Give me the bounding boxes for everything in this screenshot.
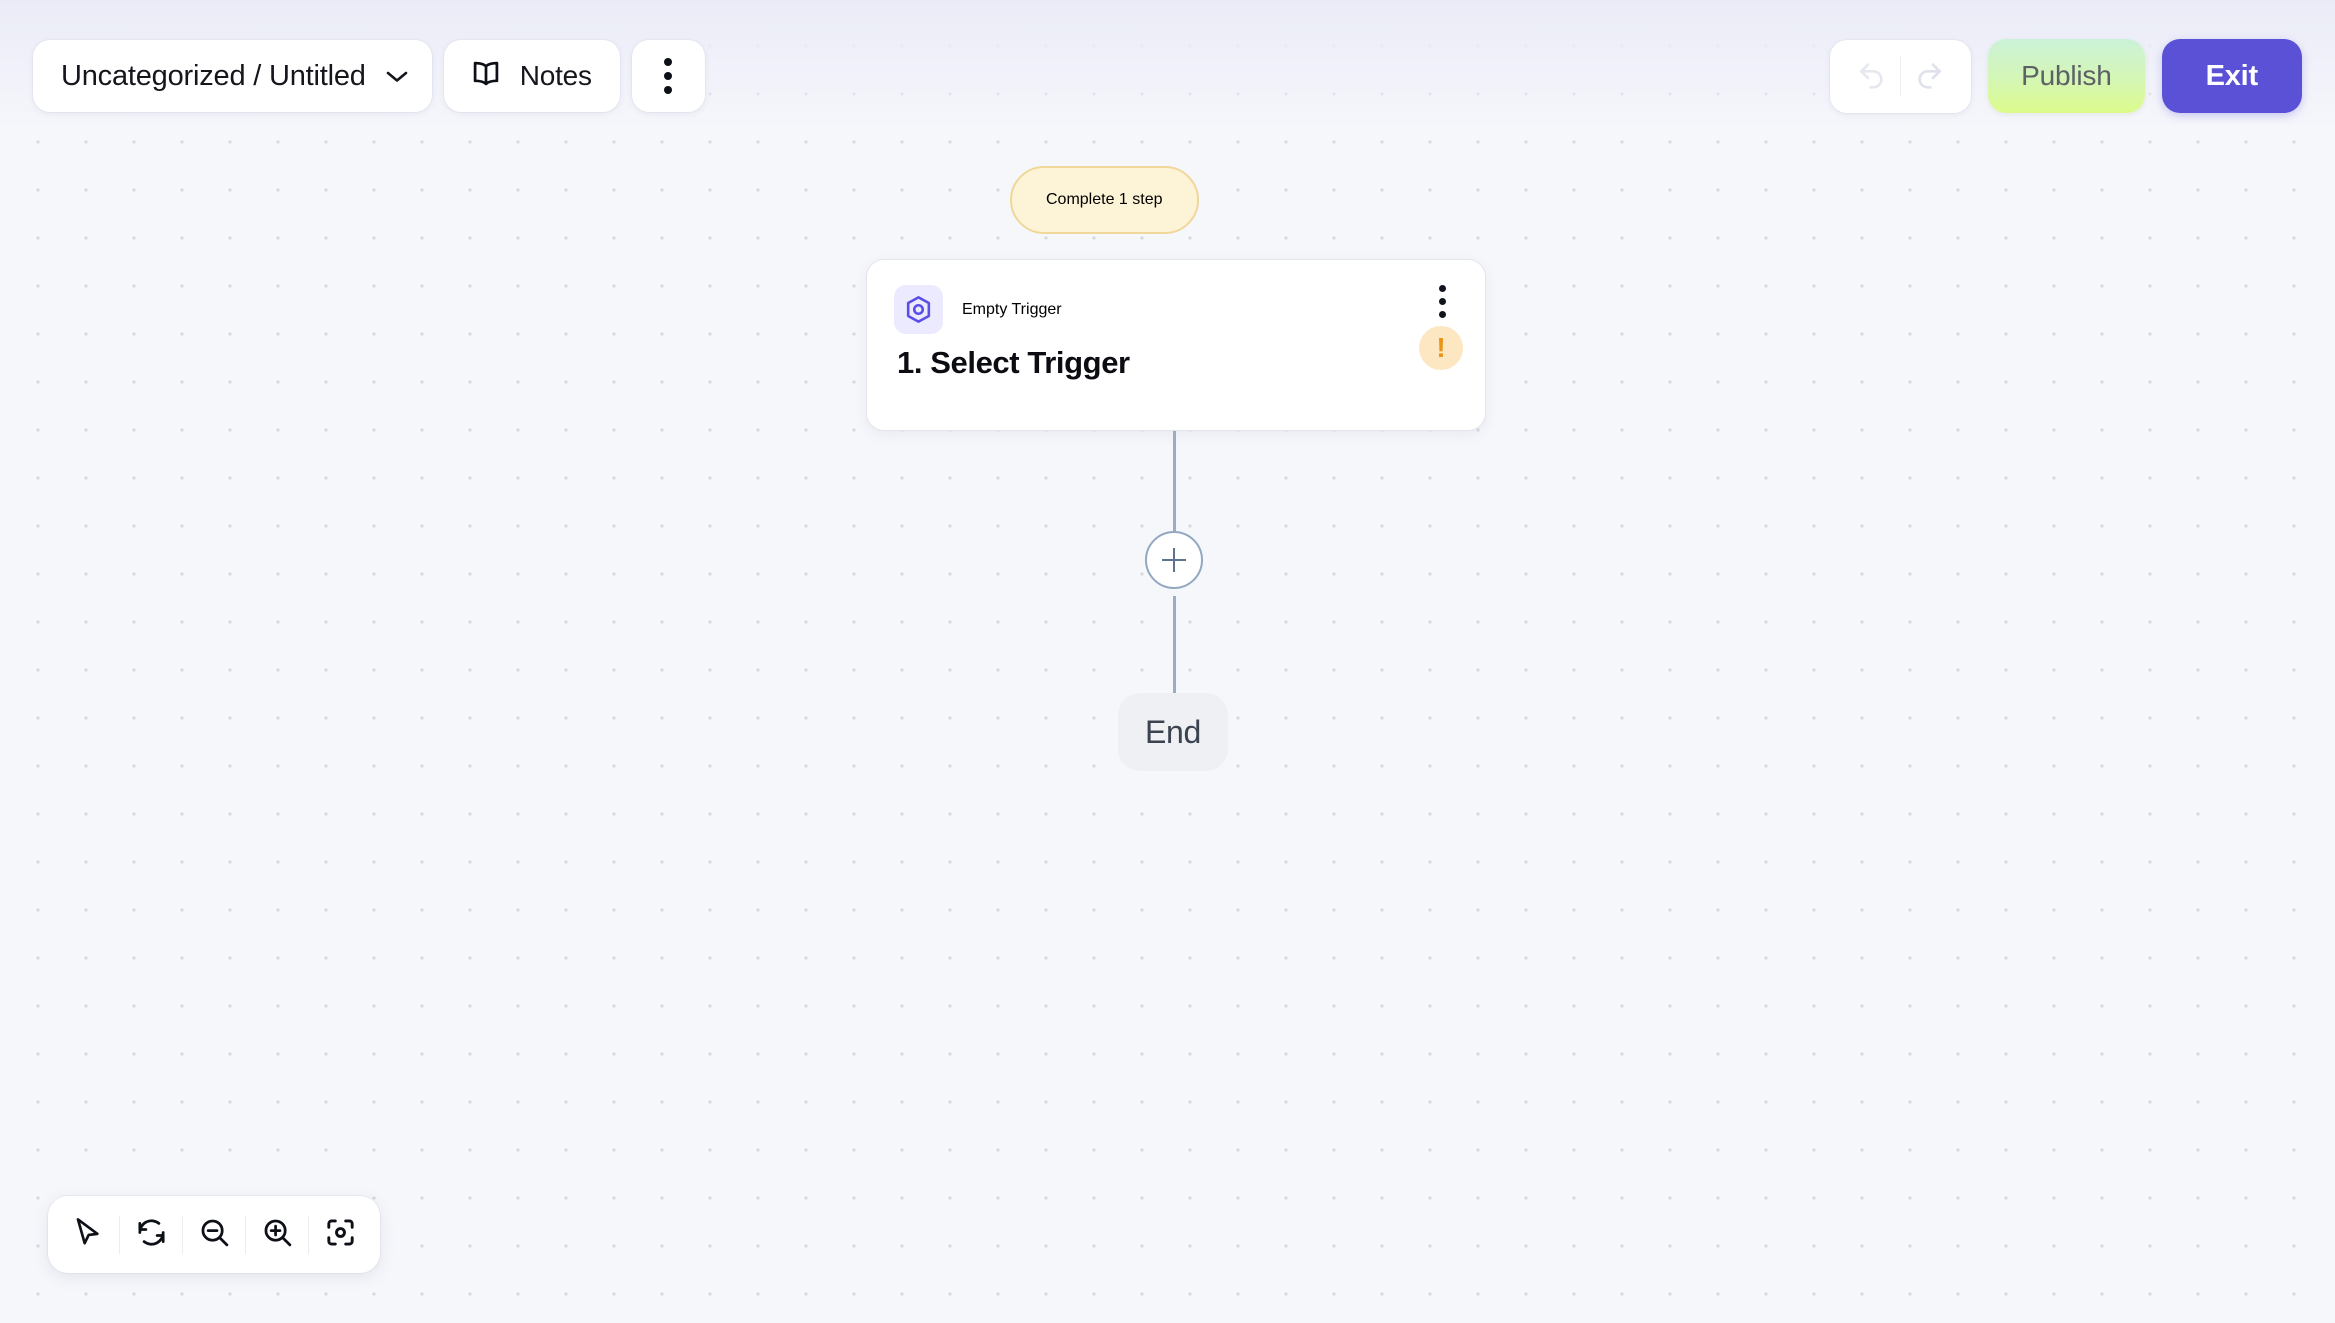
undo-button[interactable] xyxy=(1844,40,1900,113)
select-tool-button[interactable] xyxy=(57,1196,119,1273)
redo-button[interactable] xyxy=(1901,40,1957,113)
status-badge[interactable]: Complete 1 step xyxy=(1010,166,1199,234)
three-dots-vertical-icon xyxy=(1438,284,1446,318)
toolbar-divider xyxy=(119,1215,120,1254)
refresh-icon xyxy=(135,1216,168,1254)
scan-focus-icon xyxy=(324,1216,357,1254)
three-dots-vertical-icon xyxy=(664,58,673,94)
undo-redo-group xyxy=(1830,39,1972,113)
trigger-menu-button[interactable] xyxy=(1421,279,1463,323)
hexagon-target-icon xyxy=(894,285,943,334)
end-node-label: End xyxy=(1144,713,1202,750)
status-badge-label: Complete 1 step xyxy=(1046,191,1163,208)
toolbar-divider xyxy=(182,1215,183,1254)
workflow-title-dropdown[interactable]: Uncategorized / Untitled xyxy=(33,40,432,112)
fit-view-tool-button[interactable] xyxy=(309,1196,371,1273)
cursor-arrow-icon xyxy=(72,1216,104,1253)
reset-view-tool-button[interactable] xyxy=(120,1196,182,1273)
notes-label: Notes xyxy=(519,60,592,91)
exit-button[interactable]: Exit xyxy=(2161,39,2302,113)
toolbar-divider xyxy=(245,1215,246,1254)
trigger-warning-badge[interactable]: ! xyxy=(1419,326,1463,370)
exit-label: Exit xyxy=(2205,59,2259,92)
header-right-group: Publish Exit xyxy=(1830,39,2302,113)
end-node[interactable]: End xyxy=(1118,693,1228,771)
header-left-group: Uncategorized / Untitled Notes xyxy=(33,40,705,112)
edge-add-to-end xyxy=(1173,596,1176,696)
workflow-title-label: Uncategorized / Untitled xyxy=(61,59,366,92)
trigger-node-header: Empty Trigger xyxy=(894,285,1062,334)
undo-redo-divider xyxy=(1900,56,1902,96)
trigger-app-label: Empty Trigger xyxy=(962,300,1062,318)
magnifier-plus-icon xyxy=(261,1216,294,1254)
undo-arrow-icon xyxy=(1856,59,1888,94)
book-icon xyxy=(469,59,503,94)
plus-icon-vertical xyxy=(1172,548,1176,572)
app-header: Uncategorized / Untitled Notes xyxy=(0,0,2335,152)
trigger-step-title: 1. Select Trigger xyxy=(897,345,1130,380)
zoom-out-tool-button[interactable] xyxy=(183,1196,245,1273)
chevron-down-icon xyxy=(386,70,408,83)
toolbar-divider xyxy=(308,1215,309,1254)
notes-button[interactable]: Notes xyxy=(443,40,620,112)
publish-label: Publish xyxy=(2021,60,2112,91)
edge-trigger-to-add xyxy=(1173,431,1176,535)
exclamation-icon: ! xyxy=(1436,332,1446,363)
magnifier-minus-icon xyxy=(198,1216,231,1254)
zoom-in-tool-button[interactable] xyxy=(246,1196,308,1273)
trigger-node-card[interactable]: Empty Trigger 1. Select Trigger ! xyxy=(866,259,1486,431)
canvas-toolbar xyxy=(48,1196,380,1273)
add-step-button[interactable] xyxy=(1145,531,1203,589)
publish-button[interactable]: Publish xyxy=(1988,39,2145,113)
header-more-menu-button[interactable] xyxy=(631,40,705,112)
redo-arrow-icon xyxy=(1913,59,1945,94)
